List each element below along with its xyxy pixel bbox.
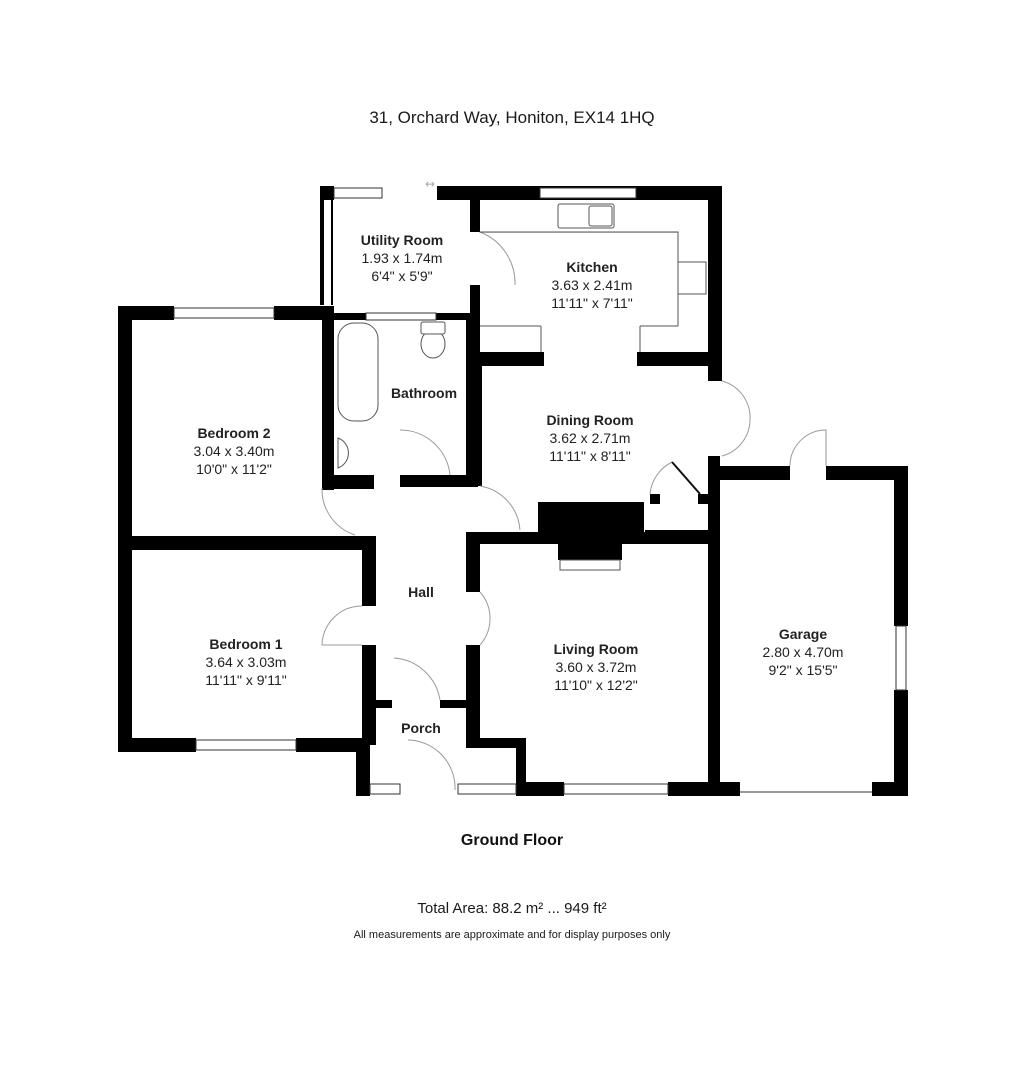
room-label-bedroom-1: Bedroom 1 3.64 x 3.03m 11'11" x 9'11" [205, 636, 287, 688]
room-label-porch: Porch [401, 720, 441, 736]
windows [173, 187, 907, 795]
door-arcs [321, 231, 827, 791]
floor-label: Ground Floor [460, 832, 564, 849]
room-label-bathroom: Bathroom [390, 385, 458, 401]
room-label-living: Living Room 3.60 x 3.72m 11'10" x 12'2" [553, 641, 639, 693]
room-label-bedroom-2: Bedroom 2 3.04 x 3.40m 10'0" x 11'2" [193, 425, 275, 477]
disclaimer: All measurements are approximate and for… [353, 929, 671, 941]
room-label-hall: Hall [408, 584, 434, 600]
svg-text:↔: ↔ [425, 177, 435, 191]
room-label-kitchen: Kitchen 3.63 x 2.41m 11'11" x 7'11" [551, 259, 633, 311]
room-label-utility: Utility Room 1.93 x 1.74m 6'4" x 5'9" [360, 232, 444, 284]
property-address: 31, Orchard Way, Honiton, EX14 1HQ [369, 108, 655, 127]
total-area: Total Area: 88.2 m² ... 949 ft² [417, 900, 607, 917]
room-label-dining: Dining Room 3.62 x 2.71m 11'11" x 8'11" [546, 412, 634, 464]
fixtures [337, 203, 707, 469]
walls [118, 186, 908, 796]
room-label-garage: Garage 2.80 x 4.70m 9'2" x 15'5" [762, 626, 844, 678]
